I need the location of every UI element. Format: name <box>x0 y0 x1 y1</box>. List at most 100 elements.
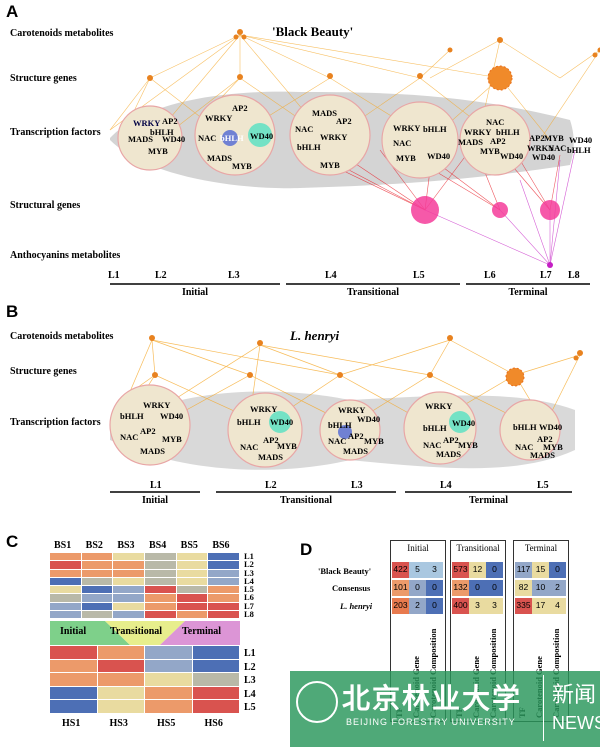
panel-d-cell: 2 <box>549 580 566 596</box>
panel-a-structural-hub-2 <box>492 202 508 218</box>
panel-c-top-row-label: L2 <box>244 559 254 570</box>
heatmap-cell <box>97 686 144 700</box>
heatmap-cell <box>145 610 176 618</box>
panel-a-c2-gene: MYB <box>232 161 252 171</box>
heatmap-cell <box>97 659 144 673</box>
panel-b-stage-transitional: Transitional <box>279 495 333 506</box>
heatmap-cell <box>50 700 97 713</box>
panel-b-c5-gene: WD40 <box>539 422 563 432</box>
heatmap-cell <box>145 586 176 594</box>
heatmap-cell <box>50 686 97 700</box>
panel-b-c3-gene: WRKY <box>338 405 366 415</box>
panel-c-banner-transitional <box>105 621 185 645</box>
panel-a-stage-terminal: Terminal <box>508 287 548 298</box>
heatmap-cell <box>145 553 176 561</box>
heatmap-cell <box>50 586 81 594</box>
heatmap-cell <box>50 561 81 569</box>
panel-a-c5-gene: MADS <box>458 137 484 147</box>
panel-b-nodes <box>149 335 583 378</box>
panel-d-cell: 117 <box>515 562 532 578</box>
panel-a-c1-gene: WD40 <box>162 134 186 144</box>
panel-b-c2-gene: bHLH <box>237 417 261 427</box>
panel-c-banner-terminal <box>160 621 240 645</box>
panel-a-c2-gene: NAC <box>198 133 217 143</box>
heatmap-cell <box>113 553 144 561</box>
panel-d-cell: 335 <box>515 598 532 614</box>
panel-d-group-header: Initial <box>407 543 429 553</box>
panel-b-c2-gene: MADS <box>258 452 284 462</box>
heatmap-cell <box>81 594 113 602</box>
heatmap-cell <box>81 586 113 594</box>
panel-a-row-label-tf: Transcription factors <box>10 127 101 138</box>
panel-d-cell: 10 <box>532 580 549 596</box>
panel-b-c3-gene: MYB <box>364 436 384 446</box>
panel-a-stage-initial: Initial <box>181 287 209 298</box>
panel-a-c6-gene: bHLH <box>567 145 591 155</box>
heatmap-cell <box>176 569 208 577</box>
heatmap-cell <box>50 553 81 561</box>
panel-a-stage-transitional: Transitional <box>346 287 400 298</box>
heatmap-cell <box>113 561 144 569</box>
panel-b-row-label-carotenoids: Carotenoids metabolites <box>10 331 114 342</box>
panel-a-tick: L5 <box>413 270 425 281</box>
panel-b-c4-gene: WD40 <box>452 418 476 428</box>
panel-c-top-row-label: L5 <box>244 584 254 594</box>
panel-d-cell: 3 <box>486 598 503 614</box>
panel-c-bottom-row-label: L5 <box>244 702 256 714</box>
panel-a-c4-gene: WRKY <box>393 123 421 133</box>
university-seal-icon <box>296 681 338 723</box>
panel-c-top-col-label: BS3 <box>117 540 135 551</box>
panel-b-wd40-node <box>269 411 291 433</box>
panel-c-bottom-row-label: L4 <box>244 688 256 700</box>
panel-c-banner-label-transitional: Transitional <box>110 626 163 637</box>
heatmap-cell <box>192 700 239 713</box>
panel-b-tick: L2 <box>265 480 277 491</box>
heatmap-cell <box>50 673 97 686</box>
heatmap-cell <box>145 659 192 673</box>
panel-b-row-label-tf: Transcription factors <box>10 417 101 428</box>
panel-b-c4-gene: MYB <box>458 440 478 450</box>
panel-a-gene-hub <box>487 65 513 91</box>
panel-d-cell: 12 <box>469 562 486 578</box>
panel-a-c2-gene: MADS <box>207 153 233 163</box>
panel-a-c6-gene: WD40 <box>569 135 593 145</box>
panel-d-cell: 101 <box>392 580 409 596</box>
panel-c-bottom-row-label: L3 <box>244 675 256 687</box>
panel-a-row-label-structural: Structural genes <box>10 200 81 211</box>
panel-c-bottom-col-label: HS5 <box>157 718 176 729</box>
heatmap-cell <box>50 569 81 577</box>
panel-c-top-row-label: L3 <box>244 567 254 578</box>
panel-c-top-row-label: L8 <box>244 608 254 619</box>
heatmap-cell <box>113 586 144 594</box>
panel-a-c5-gene: MYB <box>480 146 500 156</box>
panel-b-c1-gene: bHLH <box>120 411 144 421</box>
panel-a-structural-hub-3 <box>540 200 560 220</box>
panel-a-c1-gene: AP2 <box>162 116 178 126</box>
heatmap-cell <box>81 610 113 618</box>
panel-b-c4-gene: MADS <box>436 449 462 459</box>
heatmap-cell <box>81 577 113 585</box>
heatmap-cell <box>113 594 144 602</box>
panel-a-c1-gene: bHLH <box>150 127 174 137</box>
panel-d-row-label: Consensus <box>332 583 371 593</box>
panel-a-tick: L3 <box>228 270 240 281</box>
panel-b-c1-gene: AP2 <box>140 426 156 436</box>
panel-d-cell: 0 <box>469 580 486 596</box>
panel-d-cell: 0 <box>486 580 503 596</box>
heatmap-cell <box>50 659 97 673</box>
panel-d-group-header: Terminal <box>524 543 558 553</box>
panel-b-c3-gene: bHLH <box>328 420 352 430</box>
heatmap-cell <box>113 577 144 585</box>
panel-d-cell: 3 <box>426 562 443 578</box>
heatmap-cell <box>145 569 176 577</box>
panel-d-cell: 82 <box>515 580 532 596</box>
panel-b-c2-gene: AP2 <box>263 435 279 445</box>
panel-a-bhlh-node <box>222 130 238 146</box>
panel-a-c5-gene: bHLH <box>496 127 520 137</box>
panel-b-c2-gene: MYB <box>277 441 297 451</box>
panel-d-row-label: L. henryi <box>340 601 373 611</box>
heatmap-cell <box>176 610 208 618</box>
heatmap-cell <box>192 659 239 673</box>
panel-a-c6-gene: WD40 <box>532 152 556 162</box>
panel-b-c3-gene: AP2 <box>348 431 364 441</box>
